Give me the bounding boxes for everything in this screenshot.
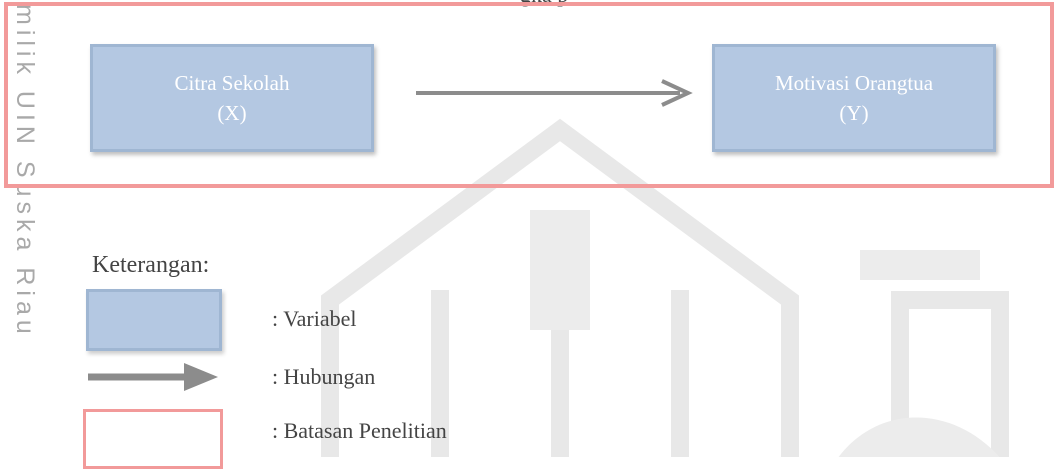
research-boundary-box	[4, 2, 1054, 188]
legend-arrow-icon	[88, 363, 218, 391]
variable-x-name: Citra Sekolah	[174, 71, 290, 95]
variable-y-box: Motivasi Orangtua (Y)	[712, 44, 996, 152]
watermark-logo	[321, 118, 1009, 457]
legend-boundary-swatch	[83, 409, 223, 469]
variable-x-box: Citra Sekolah (X)	[90, 44, 374, 152]
relationship-arrow	[416, 79, 693, 107]
side-watermark-text: milik UIN Suska Riau	[11, 4, 39, 339]
variable-x-symbol: (X)	[217, 101, 247, 125]
variable-y-symbol: (Y)	[839, 101, 869, 125]
variable-y-name: Motivasi Orangtua	[774, 71, 934, 95]
legend-title: Keterangan:	[92, 252, 210, 278]
legend-boundary-label: : Batasan Penelitian	[272, 418, 447, 443]
legend-arrow-label: : Hubungan	[272, 364, 376, 389]
legend-variable-swatch	[86, 289, 222, 351]
legend-variable-label: : Variabel	[272, 306, 357, 331]
